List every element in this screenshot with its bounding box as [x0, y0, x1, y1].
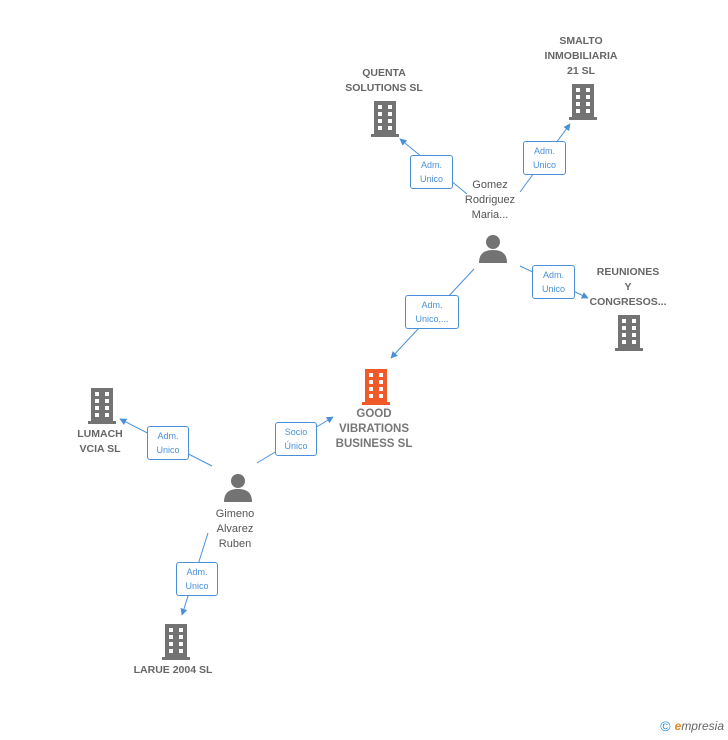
building-icon[interactable] [371, 101, 399, 137]
footer-brand: © empresia [660, 718, 724, 734]
company-label-smalto[interactable]: SMALTO INMOBILIARIA 21 SL [544, 35, 618, 77]
person-label-gimeno[interactable]: Gimeno Alvarez Ruben [215, 508, 255, 550]
brand-logo[interactable]: empresia [674, 719, 724, 733]
main-company-building-icon[interactable] [362, 369, 390, 405]
person-icon[interactable] [478, 234, 508, 264]
relation-badge-gomez-smalto[interactable]: Adm. Unico [523, 141, 566, 175]
company-label-larue[interactable]: LARUE 2004 SL [133, 664, 213, 676]
building-icon[interactable] [569, 84, 597, 120]
company-label-good-vibrations[interactable]: GOOD VIBRATIONS BUSINESS SL [335, 408, 413, 450]
company-label-quenta[interactable]: QUENTA SOLUTIONS SL [345, 67, 423, 94]
relation-badge-gimeno-lumach[interactable]: Adm. Unico [147, 426, 189, 460]
relation-badge-gomez-quenta[interactable]: Adm. Unico [410, 155, 453, 189]
relation-badge-gimeno-good[interactable]: Socio Único [275, 422, 317, 456]
building-icon[interactable] [88, 388, 116, 424]
relation-badge-gimeno-larue[interactable]: Adm. Unico [176, 562, 218, 596]
relation-badge-gomez-good[interactable]: Adm. Unico,... [405, 295, 459, 329]
person-label-gomez[interactable]: Gomez Rodriguez Maria... [464, 179, 516, 221]
person-icon[interactable] [223, 473, 253, 503]
relation-badge-gomez-reuniones[interactable]: Adm. Unico [532, 265, 575, 299]
building-icon[interactable] [615, 315, 643, 351]
company-label-lumach[interactable]: LUMACH VCIA SL [77, 428, 123, 455]
company-label-reuniones[interactable]: REUNIONES Y CONGRESOS... [589, 266, 667, 308]
copyright-icon: © [660, 718, 671, 734]
building-icon[interactable] [162, 624, 190, 660]
